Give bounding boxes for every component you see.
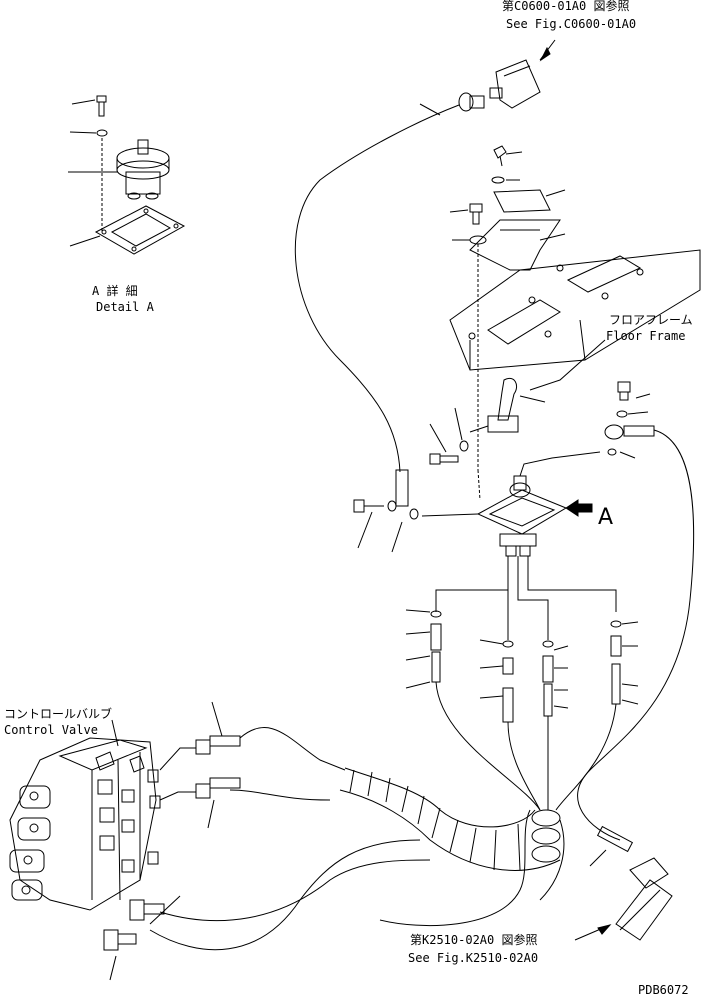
bottom-reference-jp: 第K2510-02A0 図参照 xyxy=(410,932,537,947)
bottom-reference-en: See Fig.K2510-02A0 xyxy=(408,951,538,965)
cable-top xyxy=(295,105,459,472)
floor-frame-en-label: Floor Frame xyxy=(606,329,685,343)
cv-fitting-upper xyxy=(160,702,240,770)
drawing-number: PDB6072 xyxy=(638,983,689,997)
valve-side-bolt xyxy=(354,500,418,552)
fitting-1 xyxy=(431,611,441,682)
floor-frame-jp-label: フロアフレーム xyxy=(609,313,693,327)
bottom-connector xyxy=(590,827,672,940)
lever-bolt xyxy=(430,408,468,464)
hose-right xyxy=(578,430,694,840)
top-reference-en: See Fig.C0600-01A0 xyxy=(506,17,636,31)
cv-fitting-middle xyxy=(160,778,240,828)
hose-lower xyxy=(150,840,420,950)
control-valve-jp-label: コントロールバルブ xyxy=(4,706,112,721)
fitting-3 xyxy=(543,641,553,716)
fitting-4 xyxy=(611,621,621,704)
top-connector xyxy=(459,40,555,111)
detail-a-drawing xyxy=(68,96,184,254)
view-a-marker: A xyxy=(598,505,613,530)
floor-frame xyxy=(450,250,700,370)
cv-fitting-lower xyxy=(104,896,180,980)
control-valve-en-label: Control Valve xyxy=(4,723,98,737)
fitting-2 xyxy=(503,641,513,722)
detail-a-en-label: Detail A xyxy=(96,300,155,314)
detail-a-jp-label: A 詳 細 xyxy=(92,283,138,298)
lever-arm xyxy=(470,378,545,432)
view-a-arrow xyxy=(566,500,592,516)
top-reference-jp: 第C0600-01A0 図参照 xyxy=(502,0,629,13)
ppc-valve xyxy=(422,452,600,556)
control-valve xyxy=(10,738,160,910)
cable-end-fitting xyxy=(396,470,408,506)
right-banjo xyxy=(605,382,654,458)
bracket-assembly xyxy=(470,146,560,470)
pipe-1 xyxy=(436,556,508,612)
hose-sleeve xyxy=(340,768,564,926)
hose-upper xyxy=(240,727,345,770)
